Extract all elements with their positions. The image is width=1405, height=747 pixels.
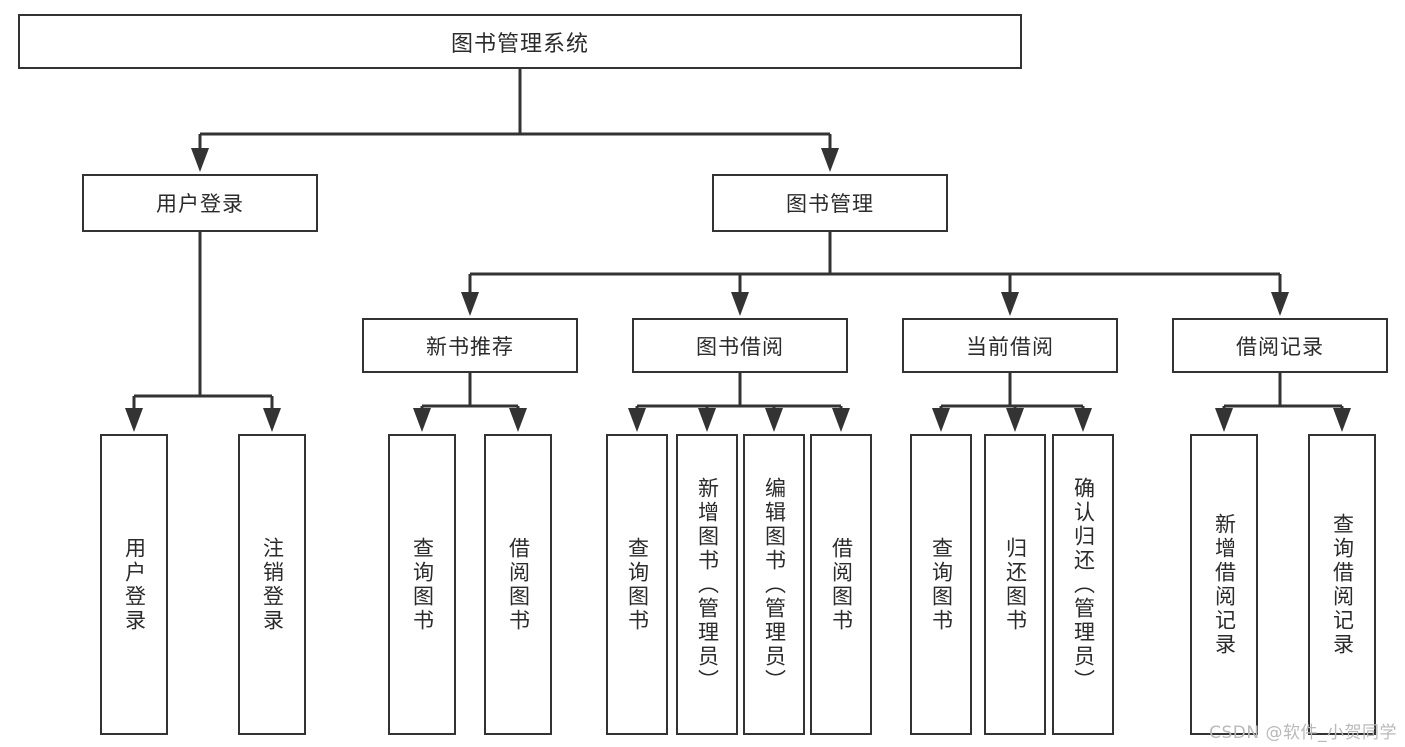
leaf-leaf-edit-book-admin[interactable]: 编辑图书（管理员） [743, 434, 805, 735]
node-label: 查询图书 [625, 536, 650, 633]
node-root-label: 图书管理系统 [450, 31, 589, 57]
node-label: 查询图书 [929, 536, 954, 633]
node-label: 新书推荐 [426, 334, 514, 359]
connector-c-book-borrow [628, 373, 850, 432]
watermark: CSDN @软件_小贺同学 [1209, 723, 1397, 743]
connector-c-current-borrow [932, 373, 1092, 432]
connector-c-new-book [413, 373, 527, 432]
leaf-leaf-query-book-borrow[interactable]: 查询图书 [606, 434, 668, 735]
connector-c-borrow-record [1215, 373, 1351, 432]
node-label: 查询借阅记录 [1330, 512, 1355, 657]
leaf-leaf-borrow-book-rec[interactable]: 借阅图书 [484, 434, 552, 735]
leaf-leaf-query-borrow-record[interactable]: 查询借阅记录 [1308, 434, 1376, 735]
leaf-leaf-borrow-book[interactable]: 借阅图书 [810, 434, 872, 735]
node-label: 图书管理 [786, 192, 874, 216]
node-label: 归还图书 [1003, 536, 1028, 633]
node-label: 用户登录 [122, 536, 147, 633]
leaf-leaf-user-logout[interactable]: 注销登录 [238, 434, 306, 735]
node-book-borrow[interactable]: 图书借阅 [632, 318, 848, 373]
node-new-book-recommend[interactable]: 新书推荐 [362, 318, 578, 373]
node-label: 新增借阅记录 [1212, 512, 1237, 657]
connector-c-user-login [125, 232, 281, 432]
leaf-leaf-user-login[interactable]: 用户登录 [100, 434, 168, 735]
node-root[interactable]: 图书管理系统 [18, 14, 1022, 69]
node-user-login[interactable]: 用户登录 [82, 174, 318, 232]
node-label: 借阅图书 [506, 536, 531, 633]
leaf-leaf-confirm-return-admin[interactable]: 确认归还（管理员） [1052, 434, 1114, 735]
node-label: 新增图书（管理员） [695, 476, 720, 693]
node-label: 编辑图书（管理员） [762, 476, 787, 693]
node-label: 查询图书 [410, 536, 435, 633]
node-label: 确认归还（管理员） [1071, 476, 1096, 693]
leaf-leaf-add-book-admin[interactable]: 新增图书（管理员） [676, 434, 738, 735]
node-label: 借阅图书 [829, 536, 854, 633]
connector-c-root [191, 69, 839, 172]
node-label: 图书借阅 [696, 334, 784, 359]
node-label: 注销登录 [260, 536, 285, 633]
leaf-leaf-query-book-rec[interactable]: 查询图书 [388, 434, 456, 735]
node-borrow-record[interactable]: 借阅记录 [1172, 318, 1388, 373]
node-label: 用户登录 [156, 192, 244, 216]
leaf-leaf-query-book-current[interactable]: 查询图书 [910, 434, 972, 735]
node-label: 借阅记录 [1236, 334, 1324, 359]
leaf-leaf-add-borrow-record[interactable]: 新增借阅记录 [1190, 434, 1258, 735]
node-label: 当前借阅 [966, 334, 1054, 359]
connector-c-book-manage [461, 232, 1289, 316]
node-book-manage[interactable]: 图书管理 [712, 174, 948, 232]
leaf-leaf-return-book[interactable]: 归还图书 [984, 434, 1046, 735]
node-current-borrow[interactable]: 当前借阅 [902, 318, 1118, 373]
